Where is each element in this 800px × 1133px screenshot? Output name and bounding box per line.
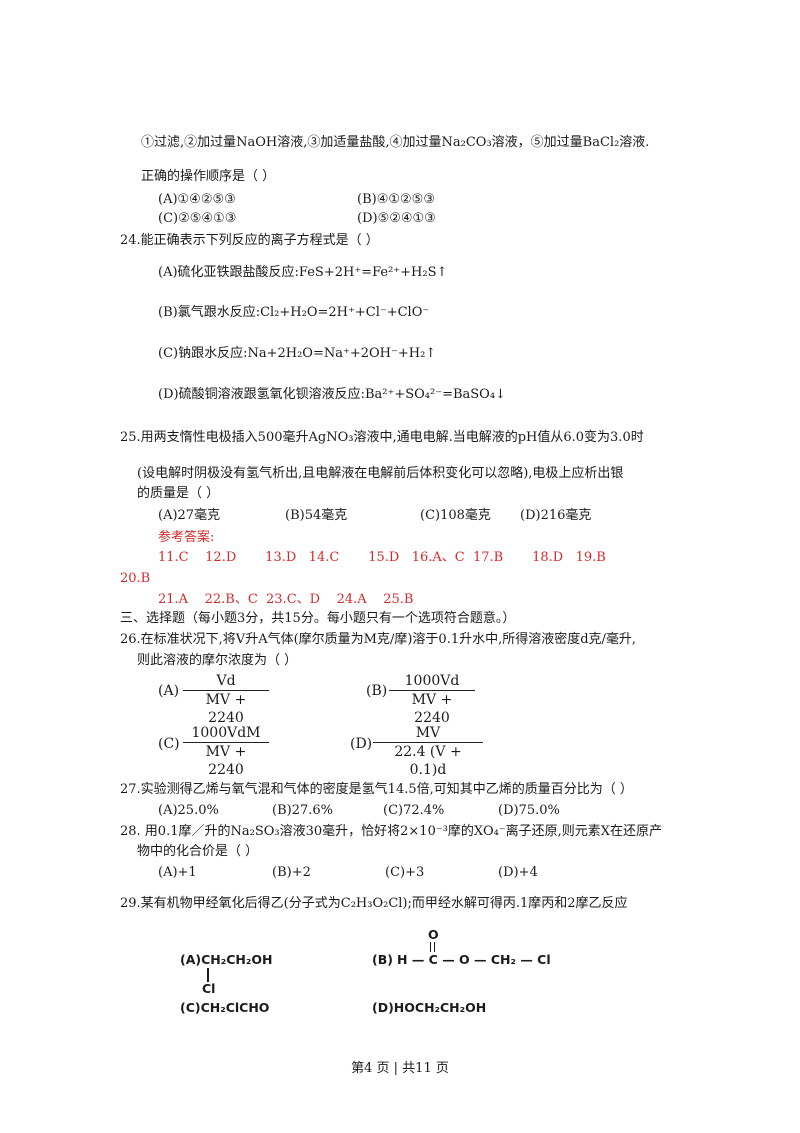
answers-row-2: 20.B [120,571,151,586]
q24-option-d: (D)硫酸铜溶液跟氢氧化钡溶液反应:Ba²⁺+SO₄²⁻=BaSO₄↓ [158,387,506,402]
q28-option-a: (A)+1 [158,865,197,880]
q27-option-b: (B)27.6% [272,803,333,818]
q26-option-b-fraction: 1000Vd MV + 2240 [389,672,475,727]
q25-stem-line3: 的质量是（ ） [137,486,220,501]
q25-stem-line2: (设电解时阴极没有氢气析出,且电解液在电解前后体积变化可以忽略),电极上应析出银 [137,466,624,481]
q29-option-b-carbonyl-o: O [428,927,439,942]
q26-option-b-numerator: 1000Vd [389,672,475,691]
q28-stem-line2: 物中的化合价是（ ） [137,844,259,859]
answers-row-1: 11.C 12.D 13.D 14.C 15.D 16.A、C 17.B 18.… [158,550,606,565]
q28-option-b: (B)+2 [272,865,311,880]
q29-stem: 29.某有机物甲经氧化后得乙(分子式为C₂H₃O₂Cl);而甲经水解可得丙.1摩… [120,896,628,911]
q24-option-c: (C)钠跟水反应:Na+2H₂O=Na⁺+2OH⁻+H₂↑ [158,346,437,361]
q25-option-a: (A)27毫克 [158,508,221,523]
q29-option-a-bond [207,968,209,982]
q25-stem-line1: 25.用两支惰性电极插入500毫升AgNO₃溶液中,通电电解.当电解液的pH值从… [120,430,644,445]
q24-option-b: (B)氯气跟水反应:Cl₂+H₂O=2H⁺+Cl⁻+ClO⁻ [158,305,430,320]
q26-option-a-fraction: Vd MV + 2240 [183,672,269,727]
q23-option-d: (D)⑤②④①③ [357,211,436,226]
section-3-heading: 三、选择题（每小题3分，共15分。每小题只有一个选项符合题意。） [120,611,516,626]
q23-stem: 正确的操作顺序是（ ） [141,169,276,184]
q26-option-d-denominator: 22.4 (V + 0.1)d [394,744,462,778]
q26-option-d-numerator: MV [373,724,483,743]
q26-option-c-fraction: 1000VdM MV + 2240 [183,724,269,779]
q27-stem: 27.实验测得乙烯与氧气混和气体的密度是氢气14.5倍,可知其中乙烯的质量百分比… [120,782,633,797]
q29-option-a-branch: Cl [202,981,216,996]
answers-title: 参考答案: [158,530,215,545]
q27-option-a: (A)25.0% [158,803,219,818]
q28-stem-line1: 28. 用0.1摩／升的Na₂SO₃溶液30毫升，恰好将2×10⁻³摩的XO₄⁻… [120,824,663,839]
q26-option-a-label: (A) [158,683,180,699]
q29-option-b-double-bond [430,942,435,952]
q29-option-d: (D)HOCH₂CH₂OH [372,1000,487,1015]
q27-option-d: (D)75.0% [498,803,560,818]
q26-option-b-denominator: MV + 2240 [411,692,453,726]
q26-option-c-label: (C) [158,736,180,752]
answers-row-3: 21.A 22.B、C 23.C、D 24.A 25.B [158,592,414,607]
q26-option-b-label: (B) [366,683,388,699]
q28-option-c: (C)+3 [385,865,425,880]
q26-option-c-numerator: 1000VdM [183,724,269,743]
q26-option-a-denominator: MV + 2240 [205,692,247,726]
q23-option-c: (C)②⑤④①③ [158,211,237,226]
q24-option-a: (A)硫化亚铁跟盐酸反应:FeS+2H⁺=Fe²⁺+H₂S↑ [158,265,448,280]
q23-operations: ①过滤,②加过量NaOH溶液,③加适量盐酸,④加过量Na₂CO₃溶液，⑤加过量B… [141,135,650,150]
q25-option-b: (B)54毫克 [285,508,348,523]
q26-stem-line1: 26.在标准状况下,将V升A气体(摩尔质量为M克/摩)溶于0.1升水中,所得溶液… [120,632,637,647]
q27-option-c: (C)72.4% [383,803,445,818]
page-footer: 第4 页 | 共11 页 [351,1061,449,1076]
q24-stem: 24.能正确表示下列反应的离子方程式是（ ） [120,233,379,248]
q28-option-d: (D)+4 [498,865,538,880]
q26-option-a-numerator: Vd [183,672,269,691]
q26-stem-line2: 则此溶液的摩尔浓度为（ ） [137,653,298,668]
q26-option-d-label: (D) [350,736,373,752]
q29-option-b-formula: H — C — O — CH₂ — Cl [397,952,551,967]
q23-option-a: (A)①④②⑤③ [158,192,236,207]
q26-option-c-denominator: MV + 2240 [205,744,247,778]
q29-option-a: (A)CH₂CH₂OH [180,952,273,967]
q26-option-d-fraction: MV 22.4 (V + 0.1)d [373,724,483,779]
q23-option-b: (B)④①②⑤③ [357,192,435,207]
q25-option-d: (D)216毫克 [520,508,592,523]
q25-option-c: (C)108毫克 [420,508,491,523]
q29-option-b-label: (B) [372,952,393,967]
q29-option-c: (C)CH₂ClCHO [180,1000,270,1015]
